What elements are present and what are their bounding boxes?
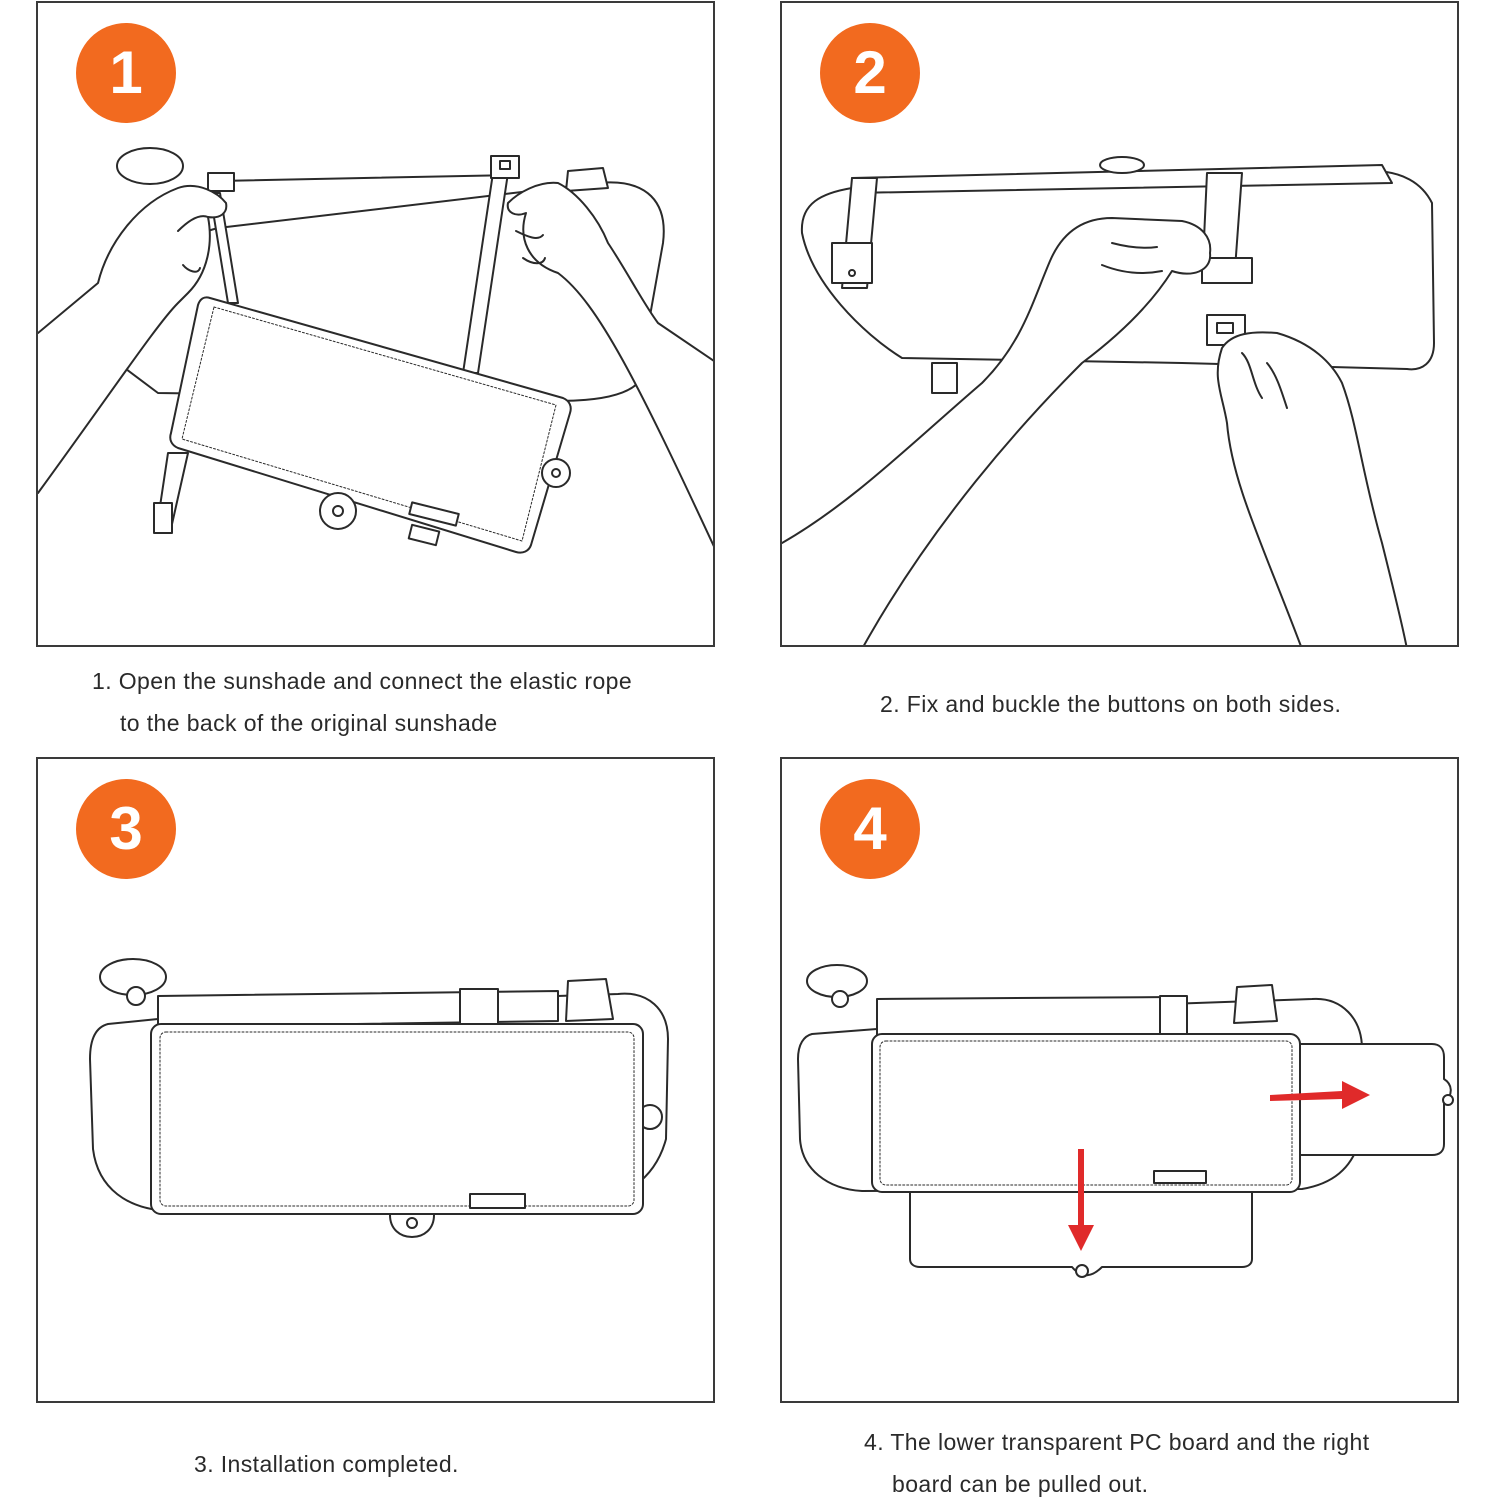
step-3-illustration bbox=[89, 958, 669, 1238]
arrow-right-icon bbox=[1270, 1081, 1370, 1109]
step-2-caption-line1: 2. Fix and buckle the buttons on both si… bbox=[880, 691, 1342, 717]
step-4-caption: 4. The lower transparent PC board and th… bbox=[864, 1421, 1370, 1505]
step-4-illustration bbox=[797, 964, 1454, 1278]
step-1-badge: 1 bbox=[76, 23, 176, 123]
step-4-panel: 4 bbox=[780, 757, 1459, 1403]
step-3-badge: 3 bbox=[76, 779, 176, 879]
step-1-caption-line1: 1. Open the sunshade and connect the ela… bbox=[92, 668, 633, 694]
arrow-down-icon bbox=[1068, 1149, 1094, 1251]
step-2-caption: 2. Fix and buckle the buttons on both si… bbox=[880, 683, 1341, 725]
step-3-caption-line1: 3. Installation completed. bbox=[194, 1451, 459, 1477]
step-4-badge: 4 bbox=[820, 779, 920, 879]
step-2-illustration bbox=[782, 156, 1435, 645]
step-1-panel: 1 bbox=[36, 1, 715, 647]
step-1-caption-line2: to the back of the original sunshade bbox=[120, 710, 498, 736]
step-3-panel: 3 bbox=[36, 757, 715, 1403]
step-4-caption-line2: board can be pulled out. bbox=[892, 1471, 1149, 1497]
step-4-caption-line1: 4. The lower transparent PC board and th… bbox=[864, 1429, 1370, 1455]
step-2-panel: 2 bbox=[780, 1, 1459, 647]
step-2-badge: 2 bbox=[820, 23, 920, 123]
step-1-illustration bbox=[38, 147, 713, 554]
step-1-caption: 1. Open the sunshade and connect the ela… bbox=[92, 660, 632, 744]
step-3-caption: 3. Installation completed. bbox=[194, 1443, 459, 1485]
